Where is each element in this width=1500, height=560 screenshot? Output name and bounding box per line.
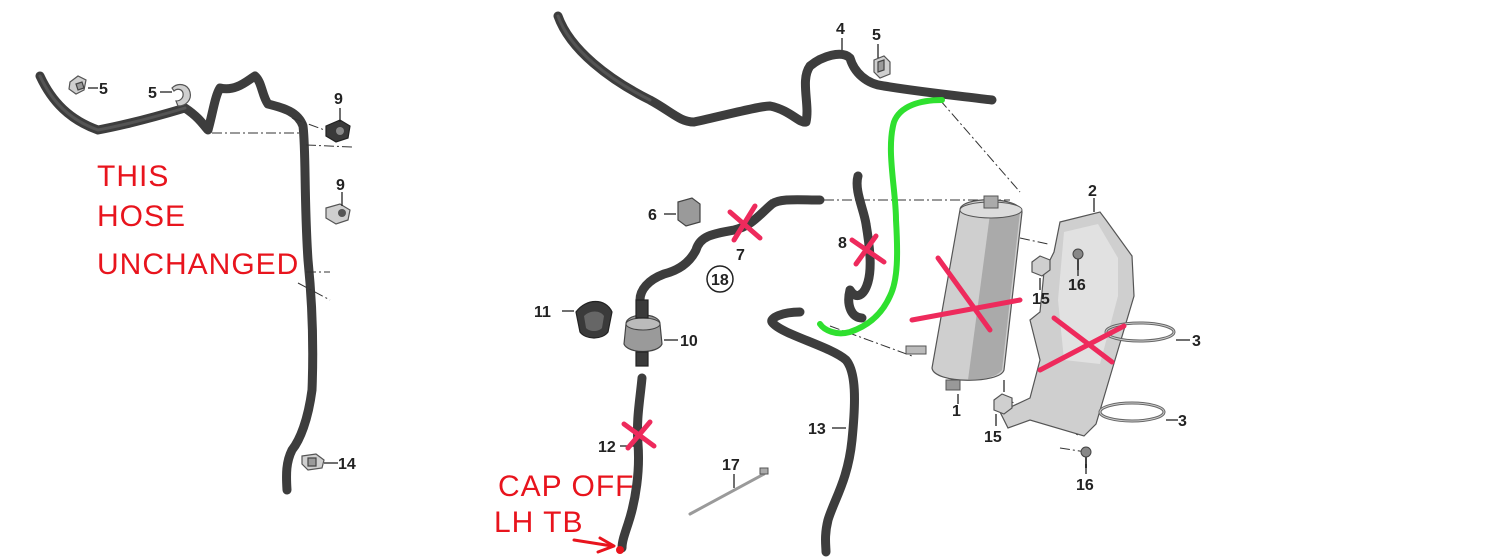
red-arrow-icon: [572, 536, 624, 554]
callout-6: 6: [648, 207, 657, 224]
callout-15: 15: [1032, 291, 1050, 308]
clip-5-icon: [873, 55, 891, 79]
green-reroute-line: [817, 97, 945, 337]
annotation-cap-off: CAP OFF: [498, 470, 634, 503]
callout-15: 15: [984, 429, 1002, 446]
clamp-icon: [171, 83, 191, 107]
hose-13: [767, 307, 859, 557]
callout-16: 16: [1076, 477, 1094, 494]
clip-9b-icon: [325, 203, 351, 225]
callout-10: 10: [680, 333, 698, 350]
cross-mark-icon: [727, 203, 763, 243]
cross-mark-icon: [849, 233, 887, 267]
canister-1-icon: [905, 195, 1023, 391]
bolt-16a-icon: [1072, 248, 1084, 270]
callout-2: 2: [1088, 183, 1097, 200]
callout-5: 5: [99, 81, 108, 98]
callout-16: 16: [1068, 277, 1086, 294]
bracket-2-icon: [999, 211, 1135, 437]
annotation-lh-tb: LH TB: [494, 506, 583, 539]
callout-11: 11: [534, 304, 551, 321]
annotation-this: THIS: [97, 160, 169, 193]
nut-15a-icon: [1031, 255, 1051, 277]
callout-7: 7: [736, 247, 745, 264]
callout-13: 13: [808, 421, 826, 438]
callout-9: 9: [336, 177, 345, 194]
bolt-16b-icon: [1080, 446, 1092, 468]
callout-3: 3: [1192, 333, 1201, 350]
callout-18: 18: [711, 272, 729, 289]
hose-8: [844, 171, 875, 323]
circle-18-icon: [706, 265, 734, 293]
clip-14-icon: [301, 453, 325, 471]
hose-7: [635, 195, 825, 305]
annotation-hose: HOSE: [97, 200, 186, 233]
callout-5: 5: [872, 27, 881, 44]
callout-4: 4: [836, 21, 845, 38]
cross-mark-icon: [909, 255, 1023, 333]
part-6-icon: [677, 197, 701, 227]
callout-3: 3: [1178, 413, 1187, 430]
callout-12: 12: [598, 439, 616, 456]
left-hose-assembly: [35, 71, 318, 495]
callout-9: 9: [334, 91, 343, 108]
strap-3a-icon: [1104, 321, 1176, 343]
part-11-icon: [575, 300, 613, 339]
callout-8: 8: [838, 235, 847, 252]
cable-tie-17-icon: [688, 467, 769, 516]
clip-icon: [68, 75, 87, 95]
callout-5: 5: [148, 85, 157, 102]
strap-3b-icon: [1098, 401, 1166, 423]
hose-12: [617, 373, 647, 553]
part-10-icon: [623, 299, 663, 367]
clip-9a-icon: [325, 119, 351, 143]
hose-4: [553, 11, 997, 127]
cross-mark-icon: [621, 419, 657, 451]
annotation-unchanged: UNCHANGED: [97, 248, 299, 281]
callout-14: 14: [338, 456, 356, 473]
nut-15b-icon: [993, 380, 1013, 415]
callout-17: 17: [722, 457, 740, 474]
callout-1: 1: [952, 403, 961, 420]
dashed-reference-lines-left: [212, 117, 353, 301]
cross-mark-icon: [1037, 315, 1127, 373]
